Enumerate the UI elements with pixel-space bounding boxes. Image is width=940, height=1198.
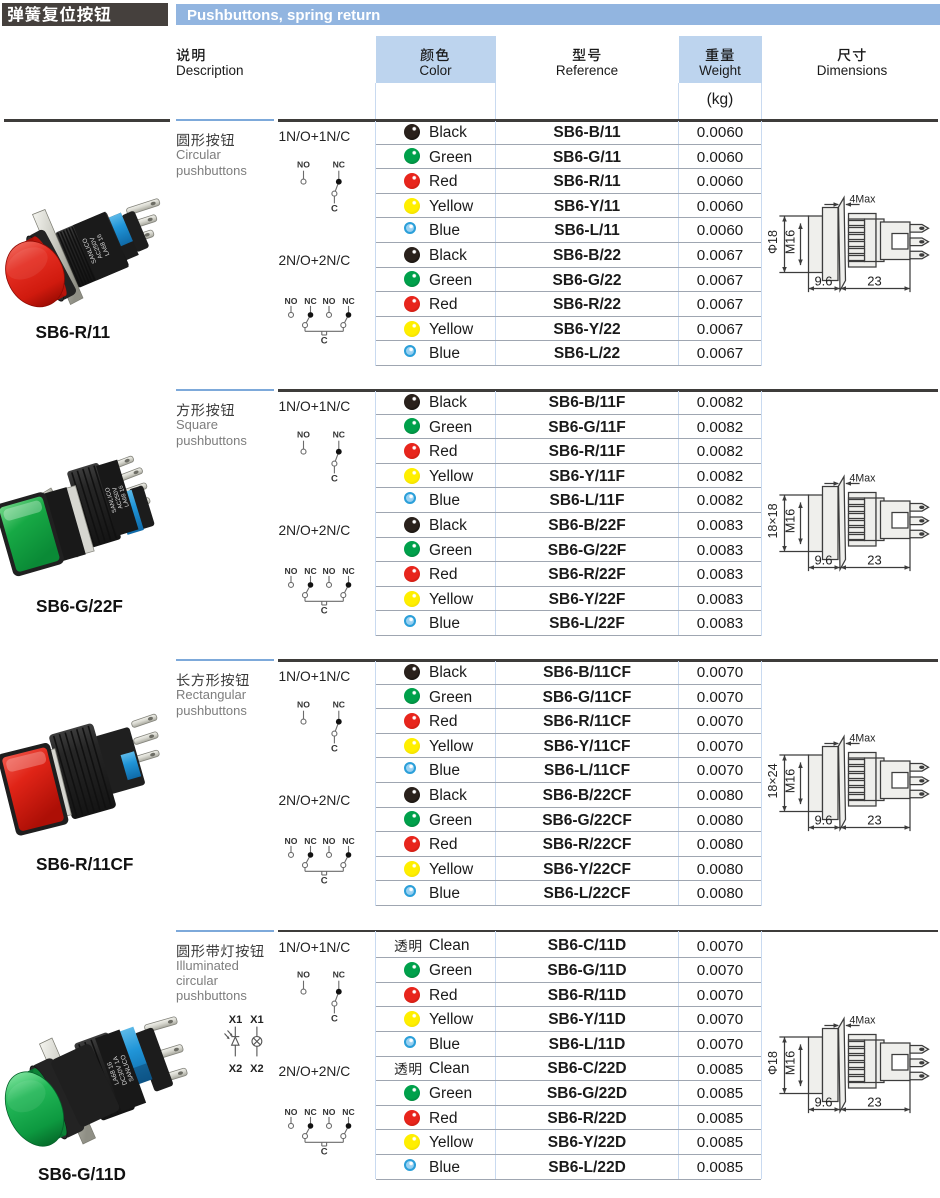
- svg-text:C: C: [321, 606, 328, 617]
- svg-text:9.6: 9.6: [814, 813, 832, 828]
- svg-text:NO: NO: [297, 699, 310, 709]
- svg-text:X1: X1: [250, 1014, 263, 1026]
- svg-text:Φ18: Φ18: [766, 1051, 780, 1075]
- svg-text:23: 23: [867, 813, 881, 828]
- svg-text:23: 23: [867, 552, 881, 567]
- svg-text:23: 23: [867, 274, 881, 289]
- svg-text:NO: NO: [323, 836, 336, 846]
- svg-text:X2: X2: [250, 1063, 263, 1075]
- svg-text:X2: X2: [229, 1063, 242, 1075]
- svg-text:M16: M16: [784, 509, 798, 533]
- svg-text:C: C: [321, 336, 328, 347]
- svg-text:NC: NC: [342, 1107, 354, 1117]
- svg-text:C: C: [331, 473, 338, 484]
- svg-text:Φ18: Φ18: [766, 230, 780, 254]
- svg-text:NO: NO: [323, 566, 336, 576]
- svg-text:NC: NC: [333, 970, 345, 980]
- svg-text:NC: NC: [342, 836, 354, 846]
- svg-text:C: C: [331, 743, 338, 754]
- svg-text:NO: NO: [285, 1107, 298, 1117]
- svg-text:NC: NC: [304, 836, 316, 846]
- svg-text:C: C: [321, 876, 328, 887]
- svg-text:NC: NC: [333, 699, 345, 709]
- svg-text:NO: NO: [323, 1107, 336, 1117]
- svg-text:18×24: 18×24: [766, 764, 780, 799]
- svg-text:NC: NC: [342, 296, 354, 306]
- svg-text:4Max: 4Max: [850, 1014, 877, 1026]
- svg-text:C: C: [331, 1014, 338, 1025]
- svg-text:NC: NC: [304, 1107, 316, 1117]
- svg-text:M16: M16: [784, 1050, 798, 1074]
- svg-text:NC: NC: [333, 159, 345, 169]
- svg-text:9.6: 9.6: [814, 274, 832, 289]
- svg-text:4Max: 4Max: [850, 733, 877, 745]
- svg-text:9.6: 9.6: [814, 552, 832, 567]
- svg-text:M16: M16: [784, 769, 798, 793]
- svg-text:NO: NO: [297, 159, 310, 169]
- svg-text:23: 23: [867, 1094, 881, 1109]
- svg-text:NO: NO: [285, 836, 298, 846]
- svg-text:NC: NC: [304, 566, 316, 576]
- svg-text:9.6: 9.6: [814, 1094, 832, 1109]
- svg-text:NO: NO: [285, 566, 298, 576]
- svg-text:C: C: [331, 203, 338, 214]
- svg-text:NO: NO: [323, 296, 336, 306]
- svg-text:M16: M16: [784, 230, 798, 254]
- svg-text:X1: X1: [229, 1014, 242, 1026]
- svg-text:NO: NO: [297, 429, 310, 439]
- svg-text:C: C: [321, 1146, 328, 1157]
- svg-text:NO: NO: [285, 296, 298, 306]
- svg-text:4Max: 4Max: [850, 194, 877, 206]
- svg-text:NC: NC: [342, 566, 354, 576]
- svg-text:NO: NO: [297, 970, 310, 980]
- svg-text:NC: NC: [304, 296, 316, 306]
- svg-text:4Max: 4Max: [850, 472, 877, 484]
- svg-text:NC: NC: [333, 429, 345, 439]
- svg-text:18×18: 18×18: [766, 503, 780, 538]
